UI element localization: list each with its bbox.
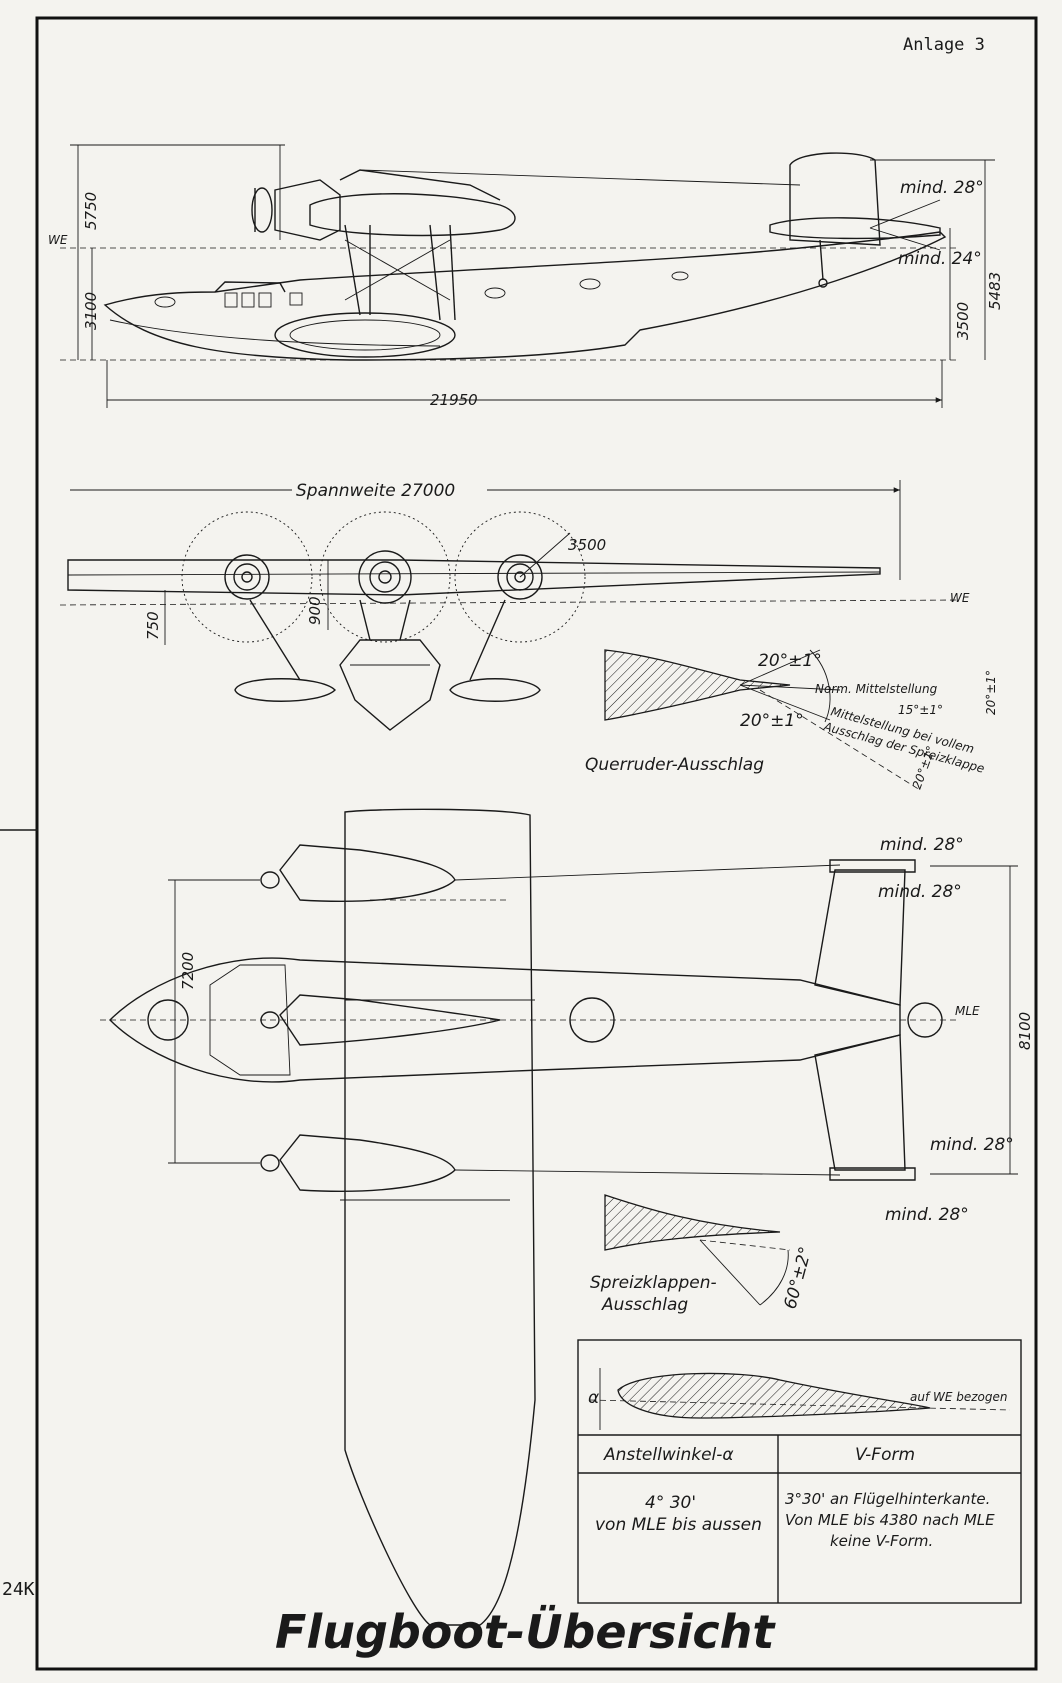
dim-side-height-total: 5750 (82, 192, 100, 230)
dim-750: 750 (144, 611, 162, 640)
airfoil-table: α auf WE bezogen Anstellwinkel-α V-Form … (577, 1339, 1022, 1604)
flap-section (604, 1194, 781, 1251)
col2-line1: 3°30' an Flügelhinterkante. (785, 1490, 990, 1508)
angle-side-up: mind. 28° (900, 178, 984, 198)
aileron-mid: 15°±1° (898, 703, 943, 717)
col2-line2: Von MLE bis 4380 nach MLE (785, 1511, 995, 1529)
flap-title-2: Ausschlag (601, 1295, 688, 1315)
aileron-neutral: Norm. Mittelstellung (815, 682, 938, 696)
sheet-title: Flugboot-Übersicht (275, 1605, 776, 1659)
hull-outline (103, 231, 947, 361)
dim-side-length: 21950 (430, 391, 478, 409)
we-label-front: WE (950, 591, 970, 605)
aileron-section (604, 649, 791, 721)
dim-tail-height: 3500 (954, 302, 972, 340)
we-label-side: WE (48, 233, 68, 247)
alpha-symbol: α (588, 1388, 599, 1408)
dim-side-hull-height: 3100 (82, 292, 100, 330)
top-wing (344, 808, 536, 1626)
top-view: MLE 7200 8100 mind. 28° mind. 28° mind. … (100, 808, 1034, 1626)
angle-top-upper-1: mind. 28° (880, 835, 964, 855)
dim-prop-diameter: 3500 (568, 536, 606, 554)
flap-angle: 60°±2° (781, 1245, 817, 1312)
flap-title-1: Spreizklappen- (590, 1273, 717, 1293)
col2-line3: keine V-Form. (830, 1532, 933, 1550)
drawing-border (35, 16, 1038, 1671)
aileron-deflection-diagram: 20°±1° 20°±1° Norm. Mittelstellung 15°±1… (585, 649, 998, 791)
angle-top-upper-2: mind. 28° (878, 882, 962, 902)
col1-line2: von MLE bis aussen (595, 1515, 762, 1535)
dim-8100: 8100 (1016, 1012, 1034, 1050)
dim-900: 900 (306, 596, 324, 625)
aileron-up: 20°±1° (758, 651, 822, 671)
aileron-right-a: 20°±1° (984, 670, 998, 715)
airfoil-profile (617, 1372, 931, 1419)
airfoil-ref-note: auf WE bezogen (910, 1390, 1008, 1404)
dim-tail-total: 5483 (986, 272, 1004, 310)
flap-deflection-diagram: Spreizklappen- Ausschlag 60°±2° (590, 1194, 817, 1315)
col1-header: Anstellwinkel-α (603, 1445, 734, 1465)
col1-line1: 4° 30' (645, 1493, 696, 1513)
col2-header: V-Form (855, 1445, 915, 1465)
angle-top-lower-1: mind. 28° (930, 1135, 1014, 1155)
aileron-title: Querruder-Ausschlag (585, 755, 764, 775)
dim-7200: 7200 (179, 952, 197, 990)
mle-label: MLE (955, 1004, 980, 1018)
span-label: Spannweite 27000 (296, 481, 455, 501)
angle-side-down: mind. 24° (898, 249, 982, 269)
side-view: 5750 3100 WE 21950 3500 5483 mind. 28° m… (48, 144, 1004, 409)
front-view: Spannweite 27000 WE 3500 750 900 (59, 478, 970, 731)
angle-top-lower-2: mind. 28° (885, 1205, 969, 1225)
aileron-down: 20°±1° (740, 711, 804, 731)
margin-mark: 24K (2, 1579, 35, 1600)
attachment-label: Anlage 3 (903, 35, 985, 55)
